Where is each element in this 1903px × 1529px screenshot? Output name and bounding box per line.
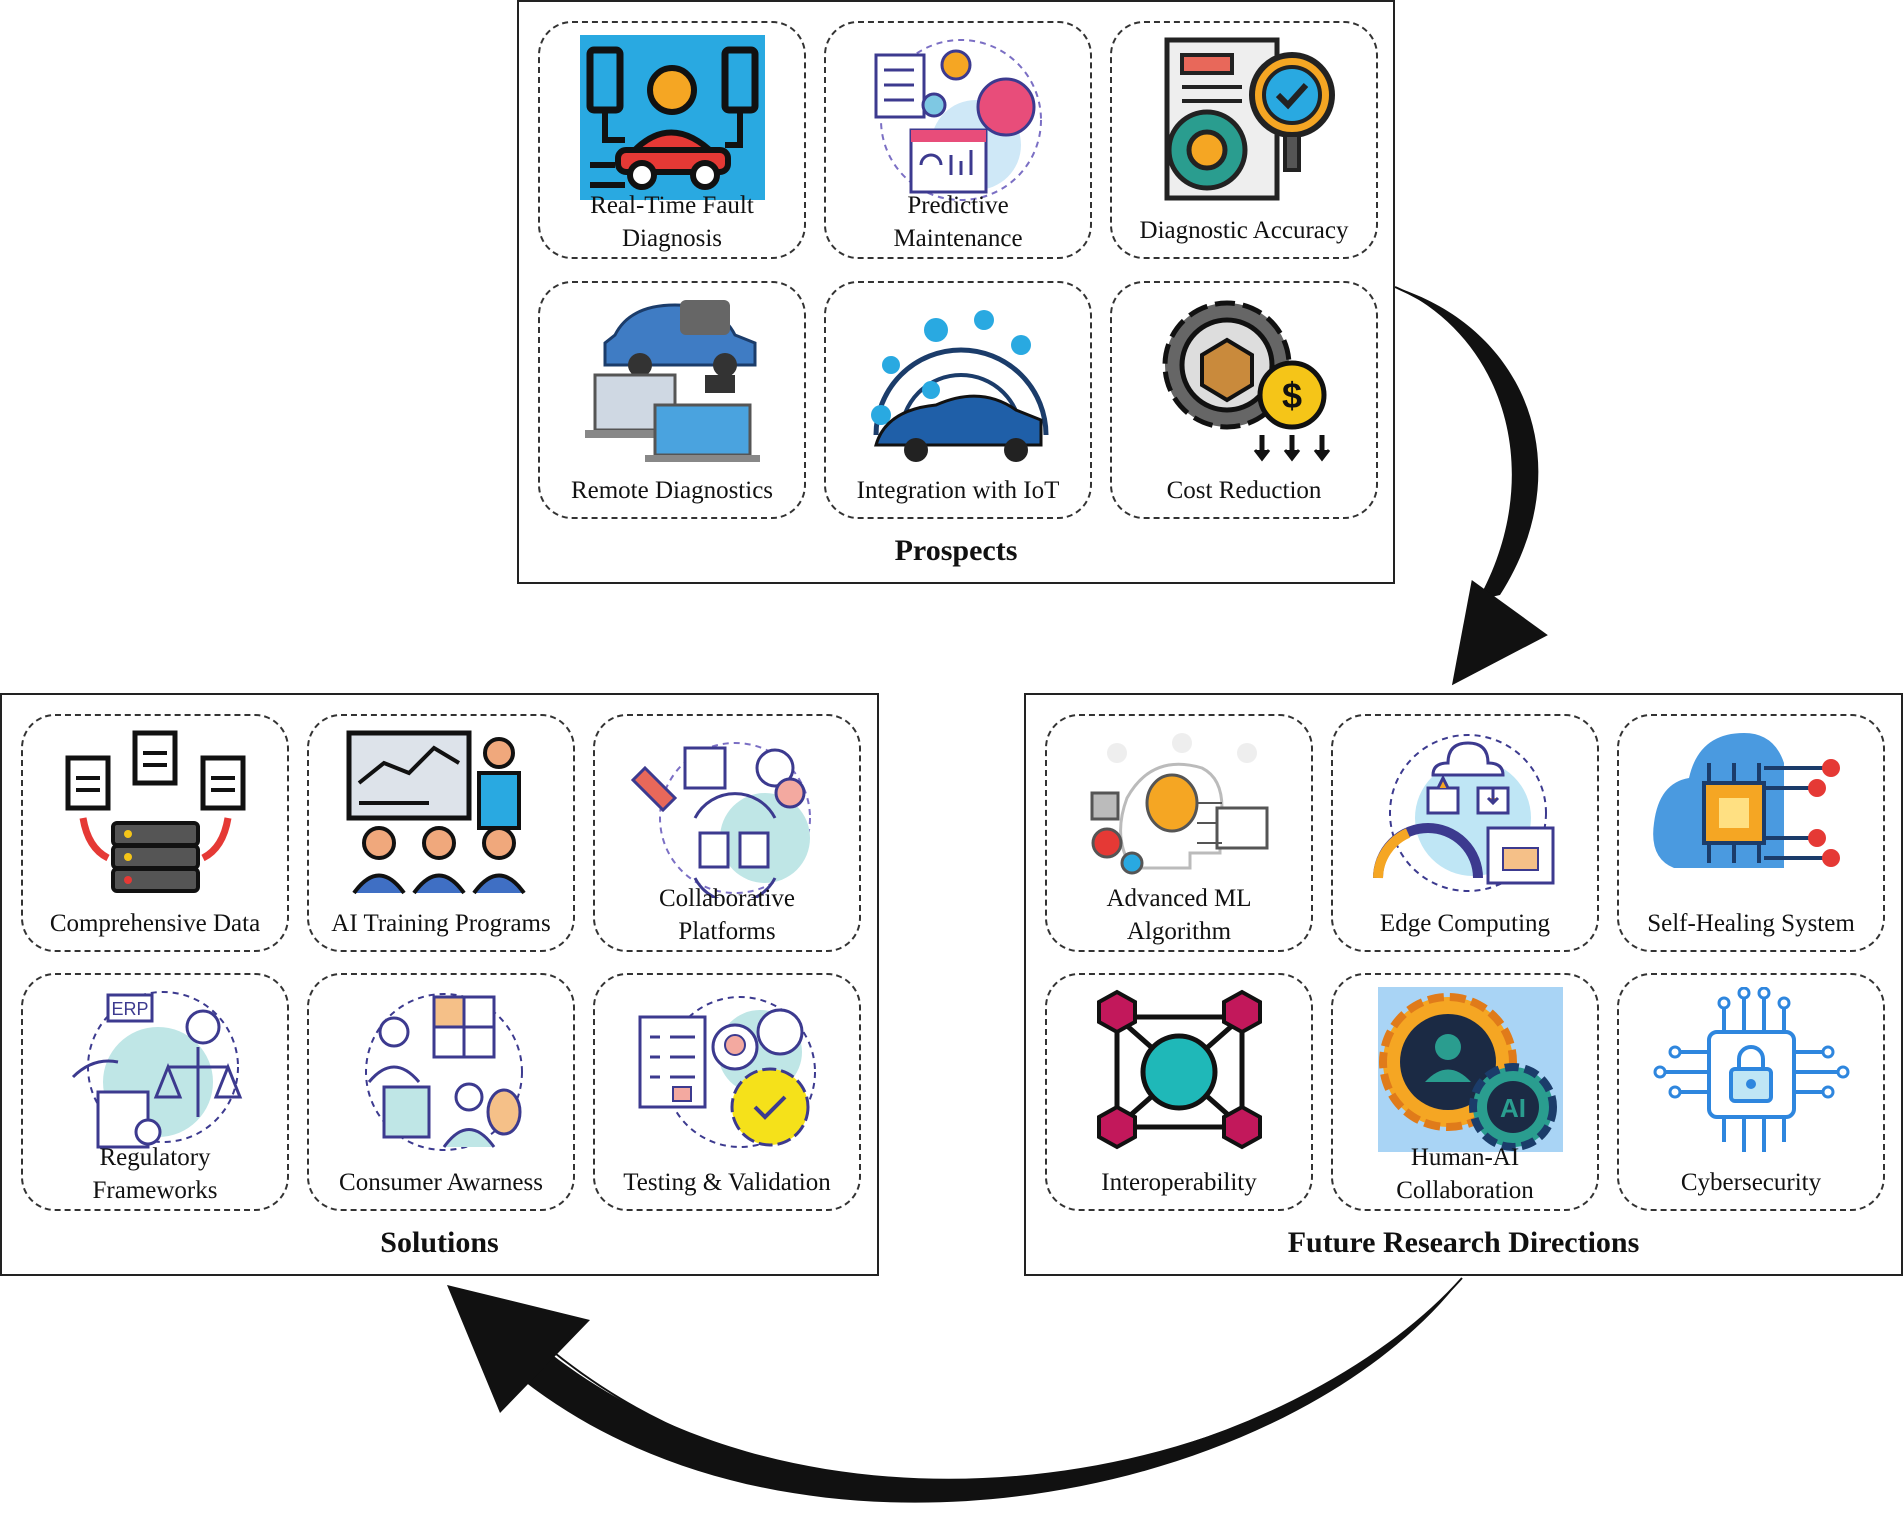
prospects-to-future-arrowhead — [1451, 579, 1548, 686]
future-tile: Edge Computing — [1331, 714, 1599, 952]
future-label: Edge Computing — [1379, 910, 1551, 937]
car-circuit-icon — [564, 35, 780, 205]
collaboration-cycle-icon — [619, 728, 835, 898]
ai-head-icon — [1071, 728, 1287, 898]
network-cubes-icon — [1071, 987, 1287, 1157]
future-tile: Cybersecurity — [1617, 973, 1885, 1211]
maintenance-dashboard-icon — [850, 35, 1066, 205]
prospects-to-future-arrow-body — [1395, 287, 1539, 600]
future-to-solutions-arrow-body — [520, 1278, 1462, 1503]
svg-text:$: $ — [1281, 375, 1301, 416]
prospect-tile: Remote Diagnostics — [538, 281, 806, 519]
prospect-tile: Integration with IoT — [824, 281, 1092, 519]
solution-label: Testing & Validation — [623, 1169, 831, 1196]
checklist-gear-icon — [619, 987, 835, 1157]
prospect-tile: Diagnostic Accuracy — [1110, 21, 1378, 259]
cloud-gauge-icon — [1357, 728, 1573, 898]
future-label: Interoperability — [1101, 1169, 1257, 1196]
prospect-tile: $ Cost Reduction — [1110, 281, 1378, 519]
solution-label: AI Training Programs — [331, 910, 551, 937]
prospects-to-future-arrow — [1394, 286, 1522, 601]
solution-tile: Testing & Validation — [593, 973, 861, 1211]
solution-tile: AI Training Programs — [307, 714, 575, 952]
solution-label: Consumer Awarness — [339, 1169, 543, 1196]
solutions-panel: Comprehensive Data AI Training Programs — [0, 693, 879, 1276]
car-laptop-icon — [564, 295, 780, 465]
future-tile: Interoperability — [1045, 973, 1313, 1211]
svg-text:ERP: ERP — [111, 999, 148, 1019]
gear-box-dollar-icon: $ — [1136, 295, 1352, 465]
erp-scales-icon: ERP — [47, 987, 263, 1157]
future-label: Cybersecurity — [1680, 1169, 1822, 1196]
prospect-label: Cost Reduction — [1166, 477, 1322, 504]
future-to-solutions-arrow — [544, 1277, 1463, 1485]
future-research-title: Future Research Directions — [1287, 1226, 1640, 1259]
documents-server-icon — [47, 728, 263, 898]
solution-tile: Consumer Awarness — [307, 973, 575, 1211]
presentation-audience-icon — [333, 728, 549, 898]
prospects-title: Prospects — [894, 534, 1018, 567]
solutions-title: Solutions — [380, 1226, 499, 1259]
svg-text:AI: AI — [1500, 1093, 1526, 1123]
solution-label: Comprehensive Data — [49, 910, 261, 937]
circuit-lock-icon — [1643, 987, 1859, 1157]
human-ai-gears-icon: AI — [1357, 987, 1573, 1157]
future-label: Self-Healing System — [1647, 910, 1855, 937]
cloud-chip-icon — [1643, 728, 1859, 898]
report-magnifier-check-icon — [1136, 35, 1352, 205]
prospect-label: Diagnostic Accuracy — [1139, 217, 1349, 244]
prospect-label: Remote Diagnostics — [570, 477, 774, 504]
consumer-puzzle-icon — [333, 987, 549, 1157]
future-tile: Self-Healing System — [1617, 714, 1885, 952]
connected-car-icon — [850, 295, 1066, 465]
solution-tile: Comprehensive Data — [21, 714, 289, 952]
prospect-label: Integration with IoT — [856, 477, 1060, 504]
future-to-solutions-arrowhead — [447, 1285, 590, 1413]
